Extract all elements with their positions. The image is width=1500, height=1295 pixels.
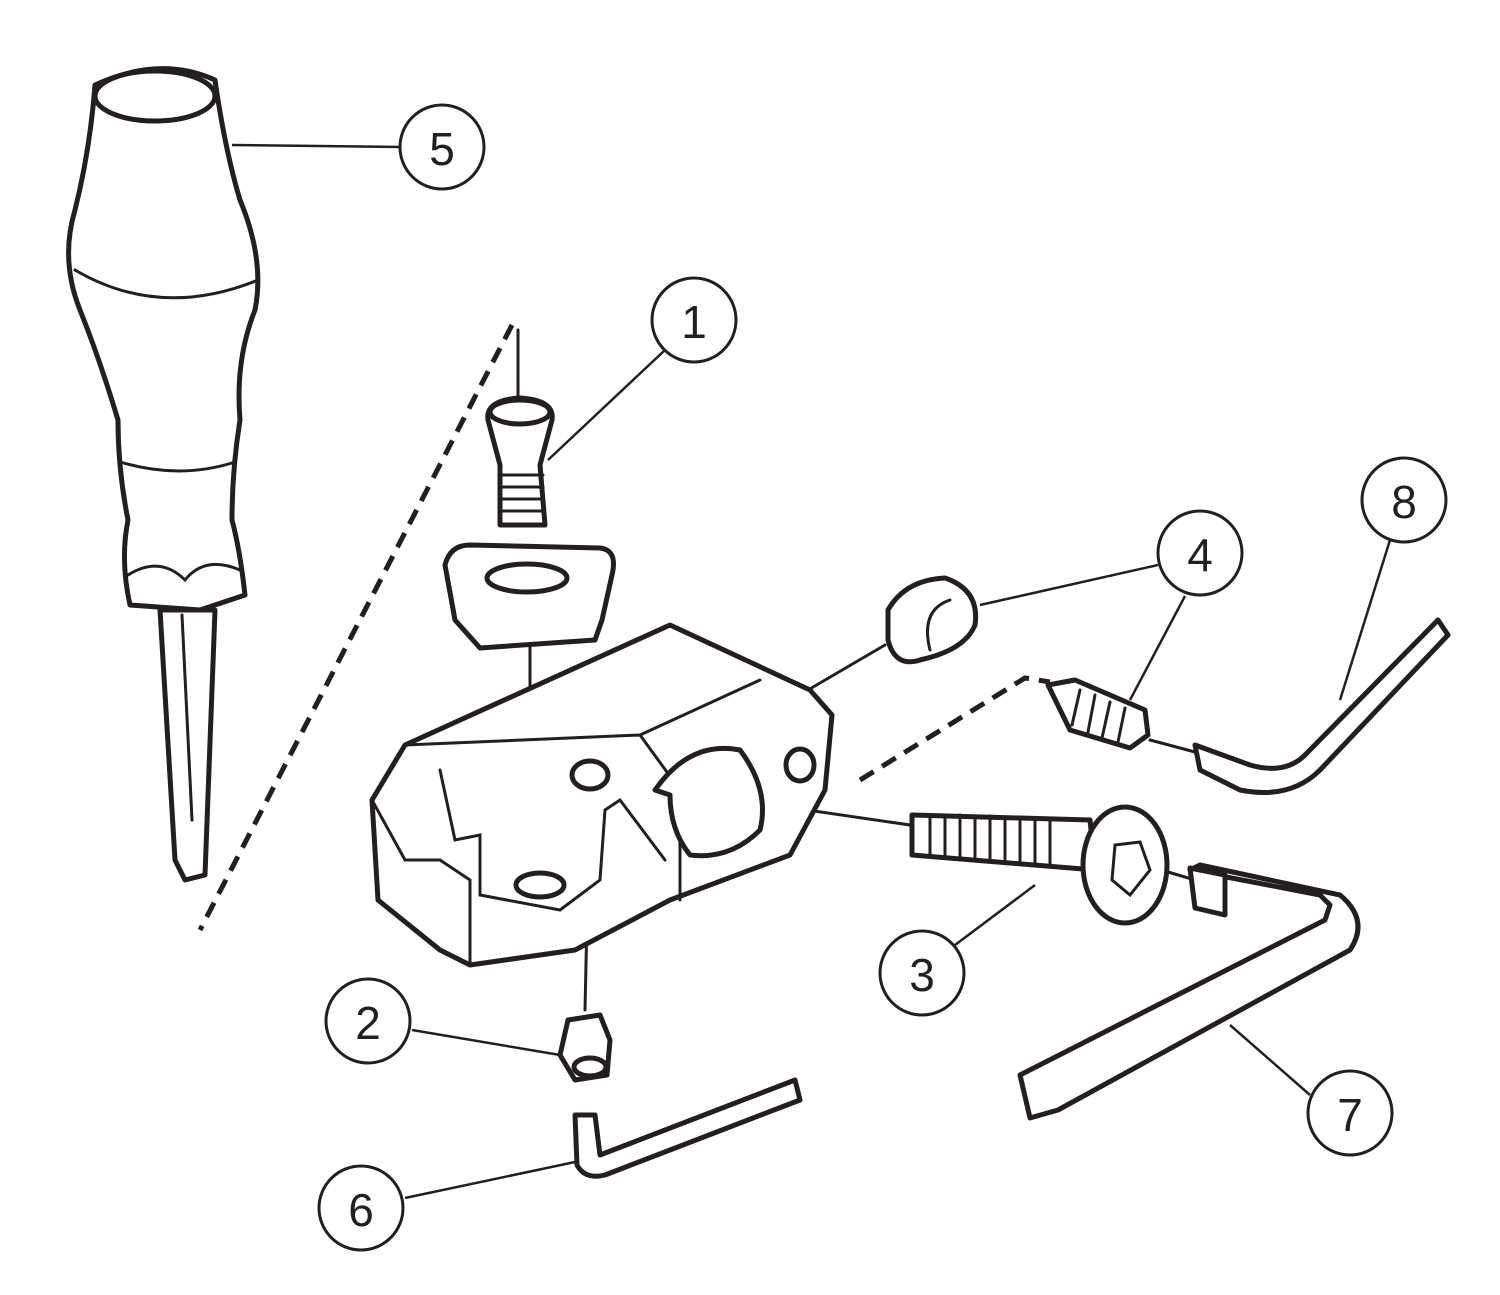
screwdriver [66,66,261,883]
set-screw [1045,677,1151,751]
assembly-dashed-line-pin [858,675,1051,783]
hex-key-small [572,1077,803,1179]
callout-number: 8 [1391,476,1417,528]
axis-line [1148,738,1197,754]
holder-body [369,622,835,968]
leader-lines [231,143,1392,1200]
callout-number: 4 [1187,529,1213,581]
callout-number: 1 [681,296,707,348]
callout-5: 5 [398,103,486,191]
hex-key-end [1187,865,1228,918]
callout-number: 2 [355,997,381,1049]
hex-key-large [1017,862,1361,1121]
pin [885,575,979,665]
hex-key-large-upper [1192,617,1451,795]
callout-number: 5 [429,123,455,175]
callout-8: 8 [1360,456,1448,544]
axis-line [806,643,887,692]
clamp-screw [485,395,555,528]
assembly-dashed-line-screwdriver [197,323,515,932]
small-set-screw [557,1012,613,1083]
callout-number: 3 [909,949,935,1001]
callout-number: 6 [348,1184,374,1236]
clamp-plate [442,542,616,651]
callout-2: 2 [324,977,412,1065]
callout-number: 7 [1337,1089,1363,1141]
callout-6: 6 [317,1164,405,1252]
callout-4: 4 [1156,509,1244,597]
bolt [909,804,1170,926]
callout-3: 3 [878,929,966,1017]
callout-1: 1 [650,276,738,364]
callout-7: 7 [1306,1069,1394,1157]
